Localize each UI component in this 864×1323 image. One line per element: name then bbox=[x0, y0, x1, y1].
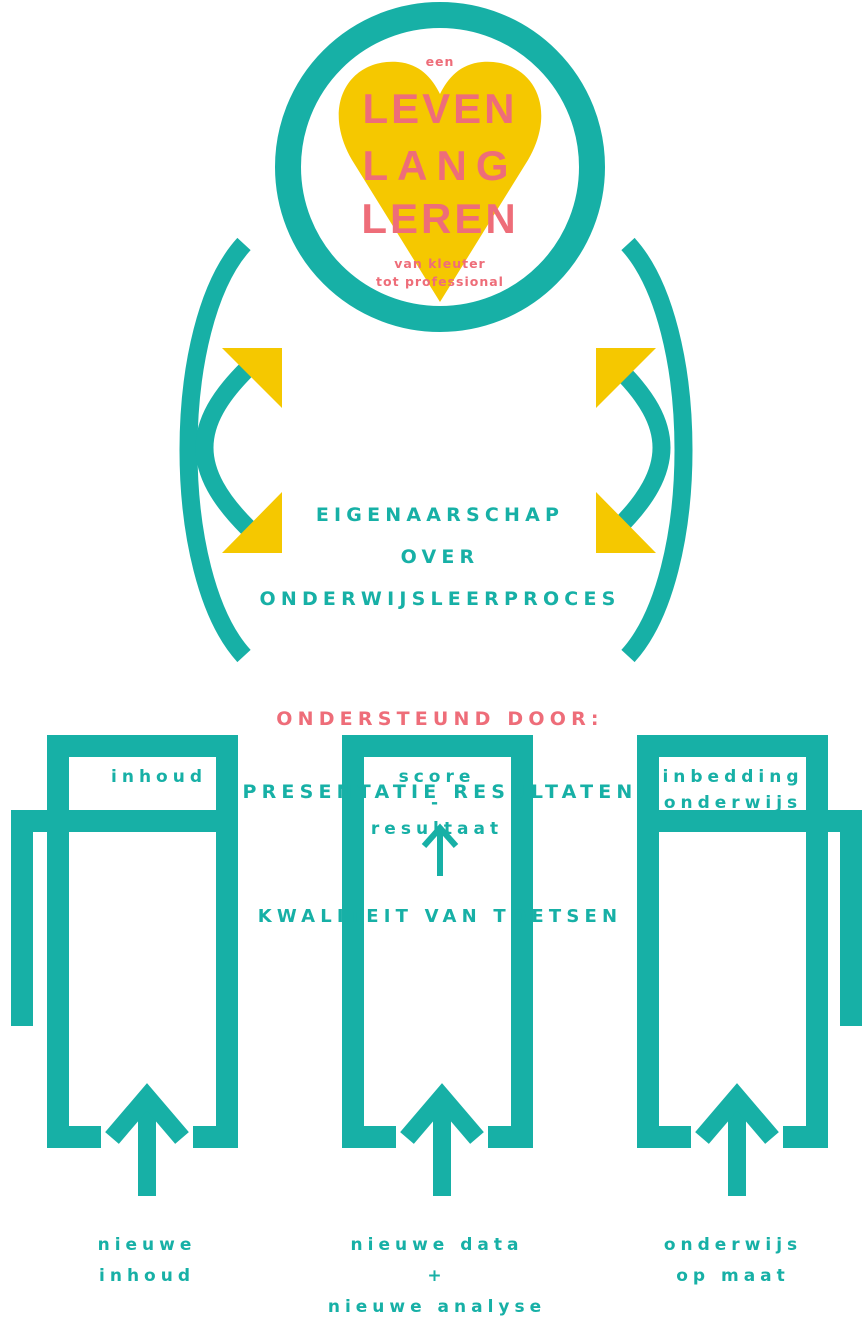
right-outer-arc bbox=[621, 237, 693, 663]
life-circle bbox=[275, 2, 605, 332]
heart-icon bbox=[338, 61, 542, 302]
quality-label: KWALITEIT VAN TOETSEN bbox=[257, 906, 623, 927]
heart-line-1: LEVEN bbox=[362, 85, 518, 132]
heart-sub-2: tot professional bbox=[376, 274, 504, 289]
quality-bracket-left bbox=[11, 810, 234, 1026]
up-arrow-icon bbox=[421, 823, 459, 876]
left-arrow-up-icon bbox=[222, 348, 282, 408]
heart-line-2: LANG bbox=[362, 142, 518, 189]
box-inbedding-title-2: onderwijs bbox=[663, 793, 803, 813]
left-arrow-down-icon bbox=[222, 492, 282, 553]
box-score-bottom-3: nieuwe analyse bbox=[327, 1297, 547, 1317]
left-inner-arc bbox=[195, 361, 255, 535]
quality-bracket-right bbox=[650, 810, 862, 1026]
box-score-title-1: score bbox=[398, 767, 476, 787]
right-inner-arc bbox=[611, 361, 671, 535]
heart-line-3: LEREN bbox=[361, 195, 519, 242]
box-inhoud-bottom-1: nieuwe bbox=[97, 1235, 197, 1255]
box-score-bottom-2: + bbox=[427, 1266, 447, 1286]
right-arrow-up-icon bbox=[596, 348, 656, 408]
left-outer-arc bbox=[179, 237, 251, 663]
box-score-frame bbox=[342, 735, 533, 1148]
heart-sub-1: van kleuter bbox=[394, 256, 486, 271]
supported-by-label: ONDERSTEUND DOOR: bbox=[276, 708, 604, 730]
cycle-line-3: ONDERWIJSLEERPROCES bbox=[259, 588, 621, 610]
box-inbedding-title-1: inbedding bbox=[662, 767, 804, 787]
box-inbedding-bottom-1: onderwijs bbox=[663, 1235, 803, 1255]
box-inbedding-arrow-icon bbox=[695, 1083, 779, 1196]
box-score-title-3: resultaat bbox=[370, 819, 504, 839]
heart-top-text: een bbox=[425, 54, 455, 69]
right-arrow-down-icon bbox=[596, 492, 656, 553]
cycle-line-1: EIGENAARSCHAP bbox=[315, 504, 565, 526]
box-inhoud-title: inhoud bbox=[111, 767, 207, 787]
presentation-label: PRESENTATIE RESULTATEN bbox=[242, 781, 638, 803]
box-inbedding-bottom-2: op maat bbox=[676, 1266, 790, 1286]
box-score-title-2: - bbox=[430, 793, 444, 813]
box-score-bottom-1: nieuwe data bbox=[350, 1235, 524, 1255]
box-inhoud-frame bbox=[47, 735, 238, 1148]
box-inbedding-frame bbox=[637, 735, 828, 1148]
box-inhoud-arrow-icon bbox=[105, 1083, 189, 1196]
box-score-arrow-icon bbox=[400, 1083, 484, 1196]
box-inhoud-bottom-2: inhoud bbox=[99, 1266, 195, 1286]
cycle-line-2: OVER bbox=[400, 546, 480, 568]
